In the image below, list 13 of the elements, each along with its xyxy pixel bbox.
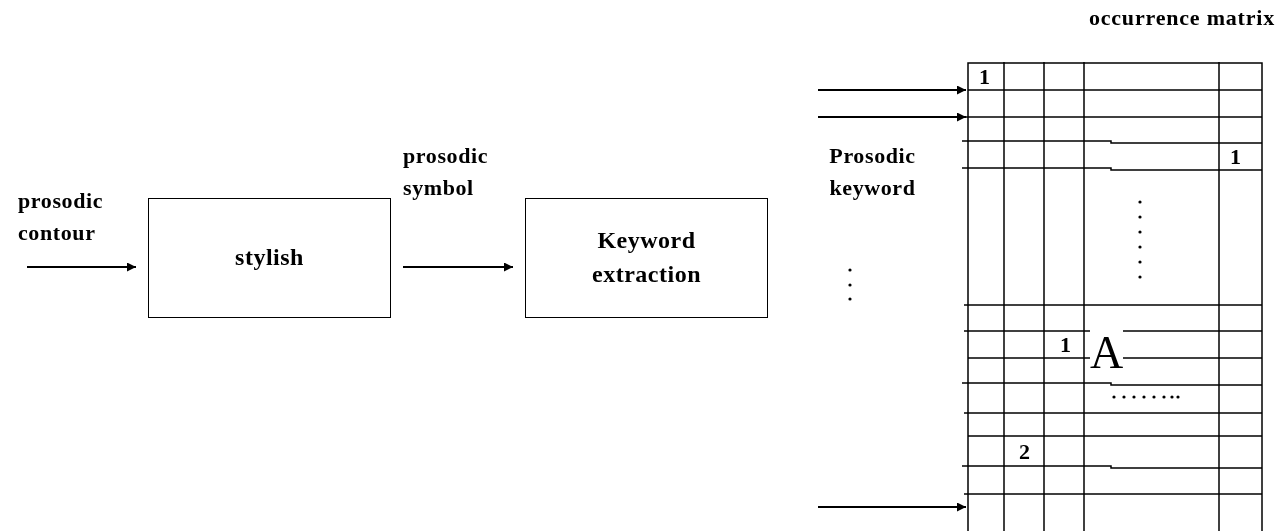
matrix-title: occurrence matrix	[1088, 5, 1275, 31]
matrix-entry: 1	[1230, 146, 1241, 168]
process-box: stylish	[148, 198, 391, 318]
arrow	[26, 262, 137, 272]
arrow	[817, 502, 967, 512]
arrow	[817, 112, 967, 122]
arrow	[817, 85, 967, 95]
matrix-entry: 1	[1060, 334, 1071, 356]
axis-label: Prosodic keyword	[828, 142, 917, 202]
process-box: Keyword extraction	[525, 198, 768, 318]
matrix-entry: 2	[1019, 441, 1030, 463]
arrow	[402, 262, 514, 272]
matrix-entry: 1	[979, 66, 990, 88]
